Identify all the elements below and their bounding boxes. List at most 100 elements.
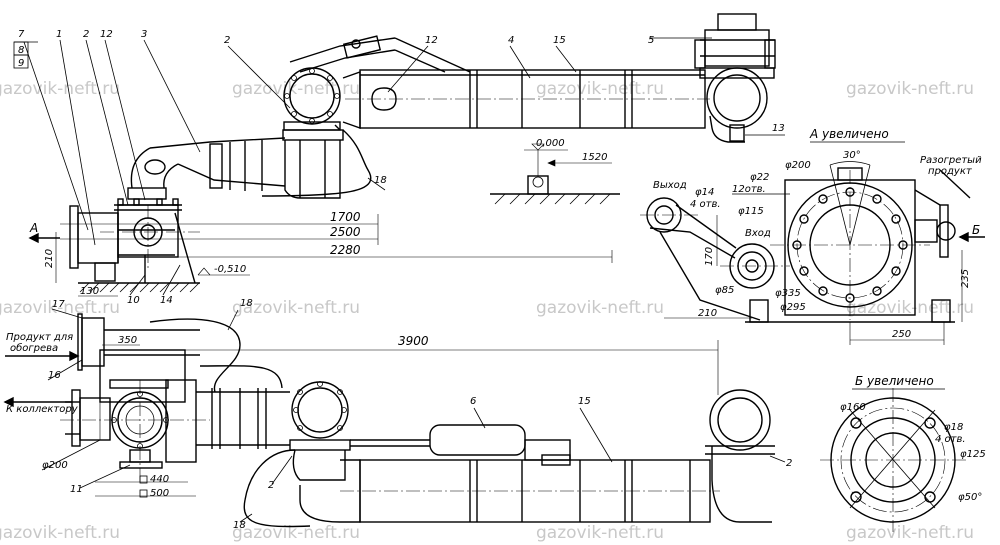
pos-18-top: 18 xyxy=(374,175,387,186)
view-a-phi14: φ14 xyxy=(695,187,714,198)
view-a-phi200: φ200 xyxy=(785,160,811,171)
dim-350: 350 xyxy=(118,335,137,346)
watermark: gazovik-neft.ru xyxy=(232,523,360,543)
dim-1700: 1700 xyxy=(330,210,361,224)
pos-18-bottom-2: 18 xyxy=(233,520,246,531)
view-b: Б увеличено φ160 φ18 4 отв. φ125 φ50° xyxy=(820,374,986,532)
elbow-3 xyxy=(130,147,151,189)
dim-phi200: φ200 xyxy=(42,460,68,471)
pos-16: 16 xyxy=(48,370,61,381)
level-marks: 0,000 1520 xyxy=(490,138,620,205)
dim-minus-0510: -0,510 xyxy=(214,264,246,275)
pos-3: 3 xyxy=(141,29,147,40)
label-to-collector: К коллектору xyxy=(6,404,79,415)
plan-labels: Продукт для обогрева К коллектору 17 16 … xyxy=(3,298,792,531)
pos-2-top: 2 xyxy=(224,35,230,46)
pos-17: 17 xyxy=(52,299,65,310)
dim-3900: 3900 xyxy=(398,334,429,348)
riser-flange xyxy=(69,205,79,269)
level-0000: 0,000 xyxy=(536,138,565,149)
pos-2-left: 2 xyxy=(83,29,89,40)
column-body xyxy=(284,140,341,199)
dimensions-plan: 3900 350 440 500 φ200 xyxy=(41,334,719,499)
view-a-phi115: φ115 xyxy=(738,206,764,217)
elevation-view xyxy=(69,13,776,293)
valve-5-cap xyxy=(717,13,757,31)
pipe-joints-top xyxy=(469,70,633,128)
watermark: gazovik-neft.ru xyxy=(846,79,974,99)
plan-view xyxy=(60,313,775,528)
view-a-heated-1: Разогретый xyxy=(920,155,982,166)
head-swivel-inner xyxy=(713,74,761,122)
view-a-dim-170: 170 xyxy=(704,247,715,266)
pos-2-bottom: 2 xyxy=(268,480,274,491)
pos-4: 4 xyxy=(508,35,514,46)
head-swivel-outer xyxy=(706,67,768,129)
pos-1: 1 xyxy=(56,29,62,40)
spring-cylinder xyxy=(342,35,382,59)
section-a-marker: A xyxy=(29,221,38,235)
view-b-phi125: φ125 xyxy=(960,449,986,460)
watermark: gazovik-neft.ru xyxy=(846,298,974,318)
plan-swivel-2 xyxy=(291,381,349,439)
pos-14: 14 xyxy=(160,295,173,306)
view-b-phi160: φ160 xyxy=(840,402,866,413)
pos-13: 13 xyxy=(772,123,785,134)
pos-15-bottom: 15 xyxy=(578,396,591,407)
column-flange xyxy=(282,129,344,141)
pos-6: 6 xyxy=(470,396,476,407)
view-a-phi335: φ335 xyxy=(775,288,801,299)
dim-1520: 1520 xyxy=(582,152,607,163)
ground-hatch-right xyxy=(494,193,611,205)
pos-9: 9 xyxy=(18,58,24,69)
riser-body xyxy=(77,212,119,264)
dim-500: 500 xyxy=(150,488,169,499)
upper-swivel-bolts xyxy=(284,68,340,124)
pos-10: 10 xyxy=(127,295,140,306)
view-a-phi22: φ22 xyxy=(750,172,769,183)
view-a-heated-2: продукт xyxy=(928,166,973,177)
position-callouts-top: 7 8 9 1 2 12 3 2 12 4 15 5 13 18 10 14 xyxy=(13,29,785,306)
pos-18-bottom: 18 xyxy=(240,298,253,309)
watermark: gazovik-neft.ru xyxy=(0,79,120,99)
view-a-phi295: φ295 xyxy=(780,302,806,313)
collector-flange xyxy=(71,389,81,447)
cylinder-6 xyxy=(429,424,526,456)
hose-18-top xyxy=(261,129,372,197)
upper-swivel-inner xyxy=(289,73,335,119)
dim-130: 130 xyxy=(80,286,99,297)
pipe-joint xyxy=(209,143,223,189)
pos-2-right: 2 xyxy=(786,458,792,469)
view-a-phi85: φ85 xyxy=(715,285,734,296)
view-b-phi50: φ50° xyxy=(958,492,982,503)
dimensions-top: 1700 2500 2280 210 130 -0,510 A xyxy=(28,210,613,297)
label-product-heat-2: обогрева xyxy=(10,342,58,354)
plan-swivel-right xyxy=(709,389,771,451)
dim-210-left: 210 xyxy=(44,249,55,268)
view-a-dim-235: 235 xyxy=(960,269,971,288)
pos-15-top: 15 xyxy=(553,35,566,46)
watermark: gazovik-neft.ru xyxy=(536,523,664,543)
view-b-holes4: 4 отв. xyxy=(935,434,966,445)
watermark: gazovik-neft.ru xyxy=(536,79,664,99)
level-post xyxy=(527,175,549,195)
pos-5: 5 xyxy=(648,35,654,46)
elbow-opening xyxy=(144,159,166,175)
view-a-angle: 30° xyxy=(843,150,861,161)
watermark: gazovik-neft.ru xyxy=(0,523,120,543)
pos-11: 11 xyxy=(70,484,83,495)
view-a: А увеличено 30° Б Разогретый про xyxy=(640,127,985,345)
pos-12-left: 12 xyxy=(100,29,113,40)
view-a-title: А увеличено xyxy=(809,127,889,141)
watermark: gazovik-neft.ru xyxy=(0,298,120,318)
watermark: gazovik-neft.ru xyxy=(232,298,360,318)
view-a-dim-210: 210 xyxy=(698,308,717,319)
view-a-holes4: 4 отв. xyxy=(690,199,721,210)
label-product-heat-1: Продукт для xyxy=(6,332,73,343)
riser-foot xyxy=(94,262,116,282)
watermark: gazovik-neft.ru xyxy=(536,298,664,318)
view-b-title: Б увеличено xyxy=(855,374,934,388)
ground-hatch xyxy=(79,282,200,293)
riser-coupling xyxy=(127,187,167,200)
